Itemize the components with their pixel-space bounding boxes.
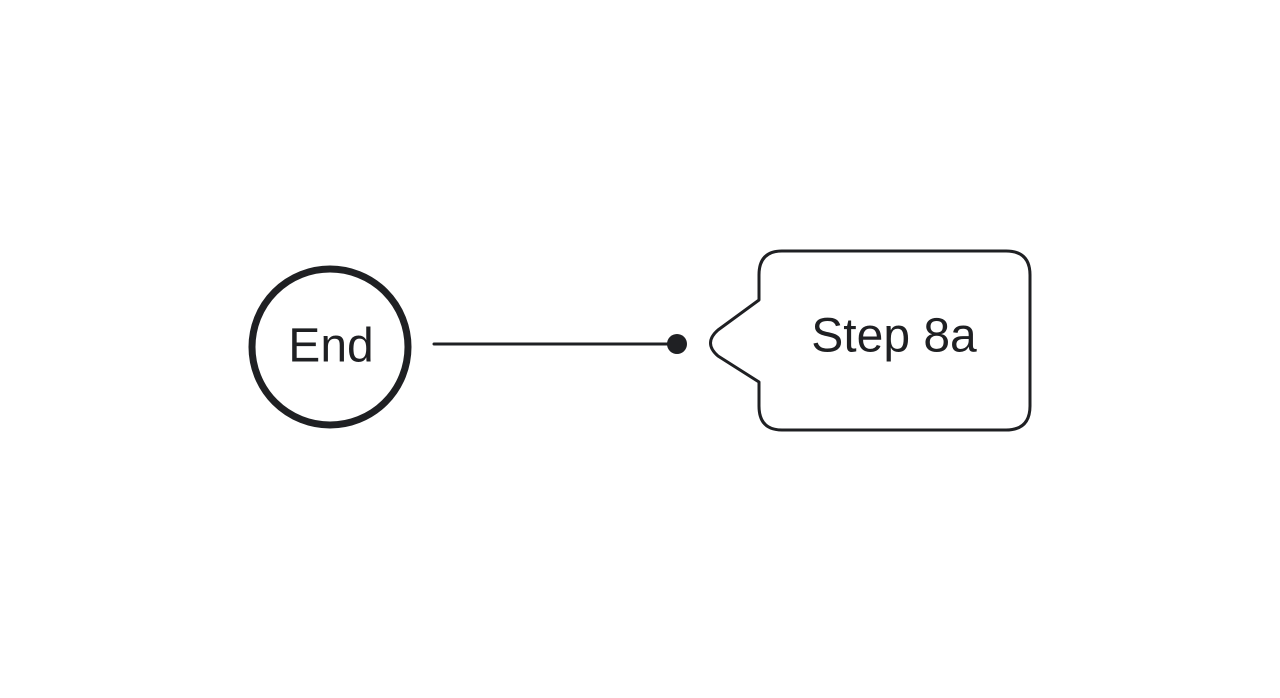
step-node[interactable]: Step 8a [709, 249, 1032, 432]
connector-end-dot [667, 334, 687, 354]
end-node-circle [248, 265, 412, 429]
connector [432, 334, 687, 354]
end-node[interactable]: End [248, 265, 412, 429]
step-node-callout [709, 249, 1032, 432]
end-node-label: End [288, 320, 373, 373]
step-node-label: Step 8a [811, 310, 977, 363]
